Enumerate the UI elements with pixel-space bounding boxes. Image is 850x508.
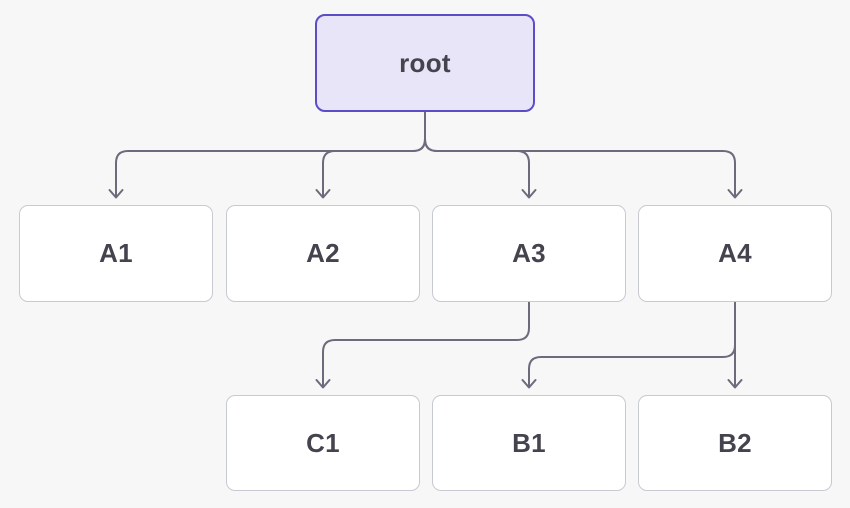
arrowhead-a4	[727, 189, 743, 199]
node-a1-label: A1	[99, 238, 133, 268]
node-root-label: root	[399, 47, 451, 78]
edge-a4-b1	[528, 301, 736, 387]
edge-a3-c1	[322, 301, 530, 387]
arrowhead-c1	[315, 379, 331, 389]
arrowhead-a1	[108, 189, 124, 199]
edge-root-a2	[322, 111, 426, 197]
node-b2-label: B2	[718, 427, 752, 458]
node-a3-label: A3	[512, 238, 546, 268]
arrowhead-a3	[521, 189, 537, 199]
arrowhead-b2	[727, 379, 743, 389]
node-a4[interactable]: A4	[638, 205, 832, 302]
node-b1[interactable]: B1	[432, 395, 626, 491]
node-root[interactable]: root	[315, 14, 535, 112]
node-b1-label: B1	[512, 427, 546, 458]
node-a2-label: A2	[306, 238, 340, 268]
edge-root-a3	[424, 111, 530, 197]
arrowhead-a2	[315, 189, 331, 199]
node-a2[interactable]: A2	[226, 205, 420, 302]
edge-root-a4	[424, 111, 736, 197]
node-a1[interactable]: A1	[19, 205, 213, 302]
node-b2[interactable]: B2	[638, 395, 832, 491]
node-c1[interactable]: C1	[226, 395, 420, 491]
node-a3[interactable]: A3	[432, 205, 626, 302]
node-a4-label: A4	[718, 238, 752, 268]
arrowhead-b1	[521, 379, 537, 389]
node-c1-label: C1	[306, 427, 340, 458]
edge-root-a1	[115, 111, 426, 197]
